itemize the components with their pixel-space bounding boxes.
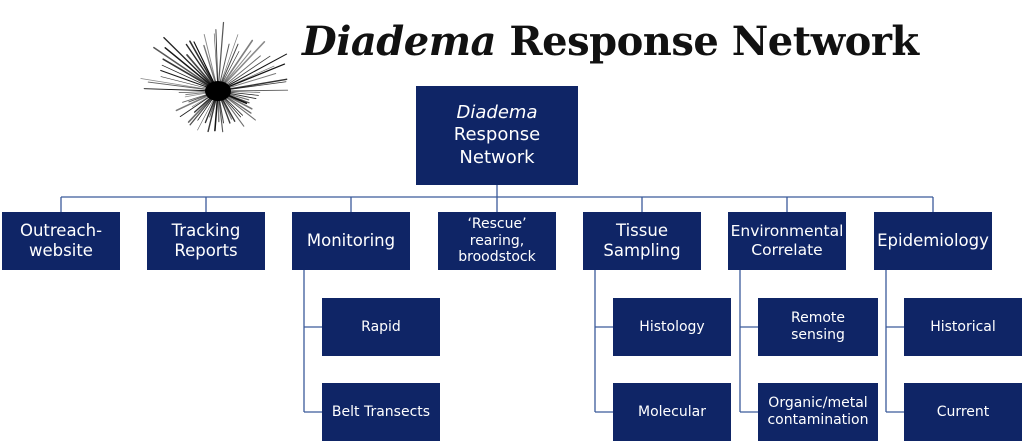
node-belt-transects: Belt Transects — [322, 383, 440, 441]
node-monitoring: Monitoring — [292, 212, 410, 270]
node-molecular: Molecular — [613, 383, 731, 441]
node-epidemiology: Epidemiology — [874, 212, 992, 270]
sea-urchin-icon — [140, 21, 289, 133]
node-histology: Histology — [613, 298, 731, 356]
page-title: Diadema Response Network — [302, 18, 919, 65]
root-node: Diadema Response Network — [416, 86, 578, 185]
node-outreach-website: Outreach-website — [2, 212, 120, 270]
node-historical: Historical — [904, 298, 1022, 356]
node-rescue-rearing: ‘Rescue’ rearing,broodstock — [438, 212, 556, 270]
node-rapid: Rapid — [322, 298, 440, 356]
node-remote-sensing: Remote sensing — [758, 298, 878, 356]
node-current: Current — [904, 383, 1022, 441]
